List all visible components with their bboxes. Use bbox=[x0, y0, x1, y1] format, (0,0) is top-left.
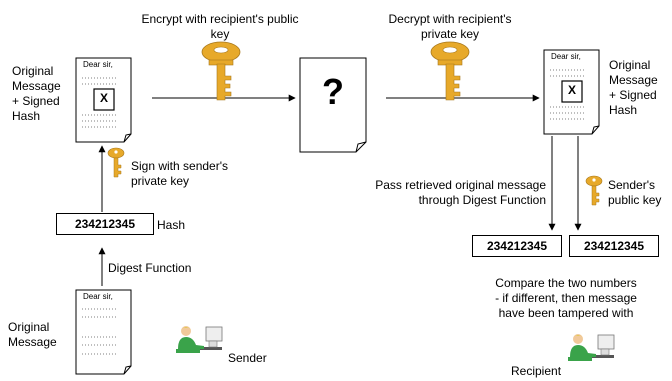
right-doc-salutation: Dear sir, bbox=[551, 52, 581, 61]
right-signed-document bbox=[543, 49, 600, 135]
recipient-person-icon bbox=[567, 333, 615, 362]
right-original-signed-label: Original Message + Signed Hash bbox=[609, 58, 658, 117]
bottom-doc-salutation: Dear sir, bbox=[83, 292, 113, 301]
decrypt-label: Decrypt with recipient's private key bbox=[388, 12, 512, 41]
right-hash-box-2: 234212345 bbox=[569, 235, 659, 257]
compare-label: Compare the two numbers - if different, … bbox=[495, 276, 637, 320]
right-doc-signature-mark: X bbox=[567, 83, 576, 97]
pass-retrieved-label: Pass retrieved original message through … bbox=[375, 178, 546, 207]
right-hash-box-1: 234212345 bbox=[472, 235, 562, 257]
recipient-label: Recipient bbox=[511, 364, 562, 378]
sign-key-label: Sign with sender's private key bbox=[131, 159, 229, 188]
left-signed-document bbox=[75, 57, 132, 143]
sender-public-key-icon bbox=[585, 175, 603, 206]
original-message-document bbox=[75, 289, 132, 375]
senders-public-key-label: Sender's public key bbox=[608, 178, 662, 207]
left-original-signed-label: Original Message + Signed Hash bbox=[12, 64, 61, 123]
sign-key-icon bbox=[107, 147, 125, 178]
encrypt-label: Encrypt with recipient's public key bbox=[141, 12, 299, 41]
sender-person-icon bbox=[175, 325, 223, 354]
sender-label: Sender bbox=[228, 351, 267, 365]
left-hash-box: 234212345 bbox=[56, 213, 154, 235]
left-doc-salutation: Dear sir, bbox=[83, 60, 113, 69]
digest-function-label: Digest Function bbox=[108, 261, 192, 275]
original-message-label: Original Message bbox=[8, 320, 57, 349]
decrypt-key-icon bbox=[430, 41, 470, 101]
left-doc-signature-mark: X bbox=[99, 91, 108, 105]
encrypted-question-mark: ? bbox=[322, 71, 344, 112]
hash-label: Hash bbox=[157, 218, 186, 232]
encrypt-key-icon bbox=[201, 41, 241, 101]
